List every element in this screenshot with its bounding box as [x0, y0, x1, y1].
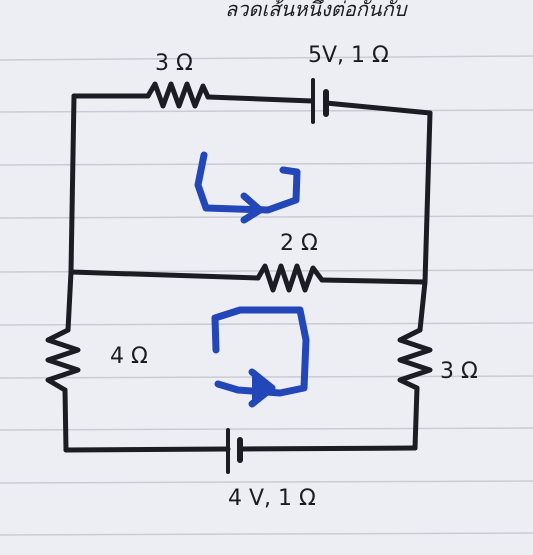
- wire-top-mid: [205, 94, 315, 104]
- wire-left-lower-b: [62, 387, 69, 453]
- wire-right-lower-b: [412, 385, 420, 451]
- resistor-right-icon: [397, 327, 433, 391]
- label-resistor-top: 3 Ω: [155, 51, 193, 76]
- ruled-lines: [0, 55, 533, 536]
- wire-left-lower-a: [65, 269, 74, 333]
- wire-bottom-left: [63, 446, 231, 453]
- wire-bottom-right: [237, 445, 418, 452]
- wire-middle-left: [68, 269, 261, 281]
- upper-loop-arrowhead-icon: [240, 192, 264, 224]
- label-battery-bottom: 4 V, 1 Ω: [228, 486, 316, 511]
- wire-right-lower-a: [417, 279, 428, 333]
- label-battery-top: 5V, 1 Ω: [308, 43, 389, 68]
- wire-left-upper: [68, 93, 77, 275]
- label-resistor-right: 3 Ω: [440, 359, 478, 384]
- resistors: [45, 81, 433, 393]
- header-scribble: ลวดเส้นหนึ่งต่อกันกับ: [225, 0, 409, 21]
- lower-loop-arrowhead-icon: [248, 368, 276, 408]
- label-resistor-middle: 2 Ω: [280, 231, 318, 256]
- wire-middle-right: [319, 277, 428, 285]
- label-resistor-left: 4 Ω: [110, 344, 148, 369]
- resistor-left-icon: [45, 327, 81, 393]
- loop-arrows: [194, 151, 310, 408]
- wire-right-upper: [422, 110, 433, 285]
- upper-loop-arrow-icon: [194, 151, 301, 214]
- resistor-middle-icon: [255, 263, 325, 293]
- wire-top-right: [323, 100, 433, 116]
- wires: [62, 93, 433, 453]
- resistor-top-icon: [145, 81, 211, 109]
- batteries: [226, 78, 329, 474]
